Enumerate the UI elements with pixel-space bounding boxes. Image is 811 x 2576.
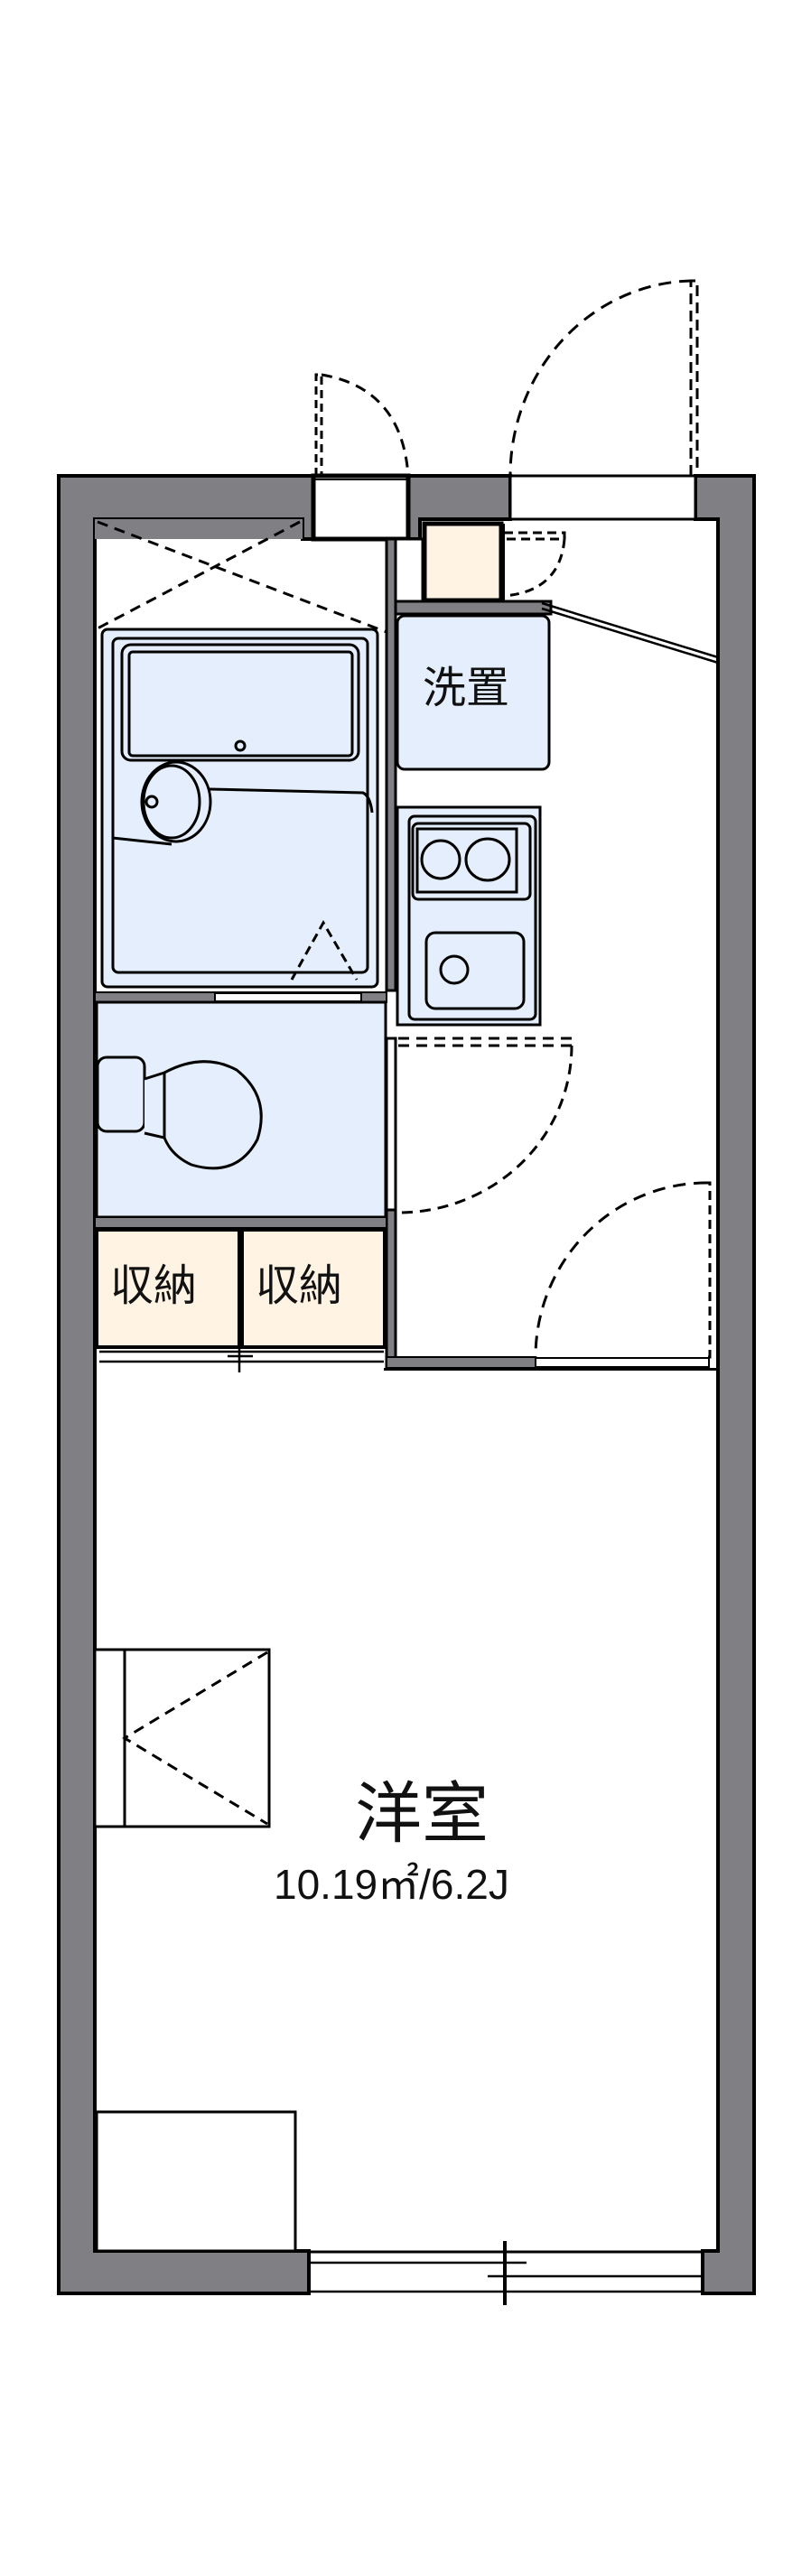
storage-1-label: 収納	[110, 1260, 198, 1311]
shoe-cabinet	[422, 521, 566, 603]
meter-box	[311, 373, 411, 542]
room-box	[95, 2110, 297, 2253]
toilet-storage-wall	[94, 1216, 387, 1229]
bath-toilet-wall	[94, 991, 387, 1003]
storage-2-label: 収納	[256, 1260, 343, 1311]
washer-space-label: 洗置	[423, 663, 510, 713]
entrance	[508, 279, 719, 665]
toilet-door	[397, 1037, 573, 1214]
bath-upper-area	[95, 519, 387, 634]
balcony-window[interactable]	[309, 2241, 703, 2305]
washer-space	[396, 614, 551, 771]
kitchen-counter	[396, 805, 542, 1027]
western-room-area: 10.19㎡/6.2J	[274, 1861, 509, 1908]
western-room-label: 洋室	[355, 1775, 489, 1853]
bathroom-unit	[100, 628, 379, 989]
interior-partition	[385, 537, 553, 1370]
room-cabinet	[93, 1648, 271, 1828]
kitchen-room-partition	[384, 1181, 718, 1371]
storage-closets	[95, 1228, 387, 1372]
toilet-room	[95, 1000, 387, 1219]
